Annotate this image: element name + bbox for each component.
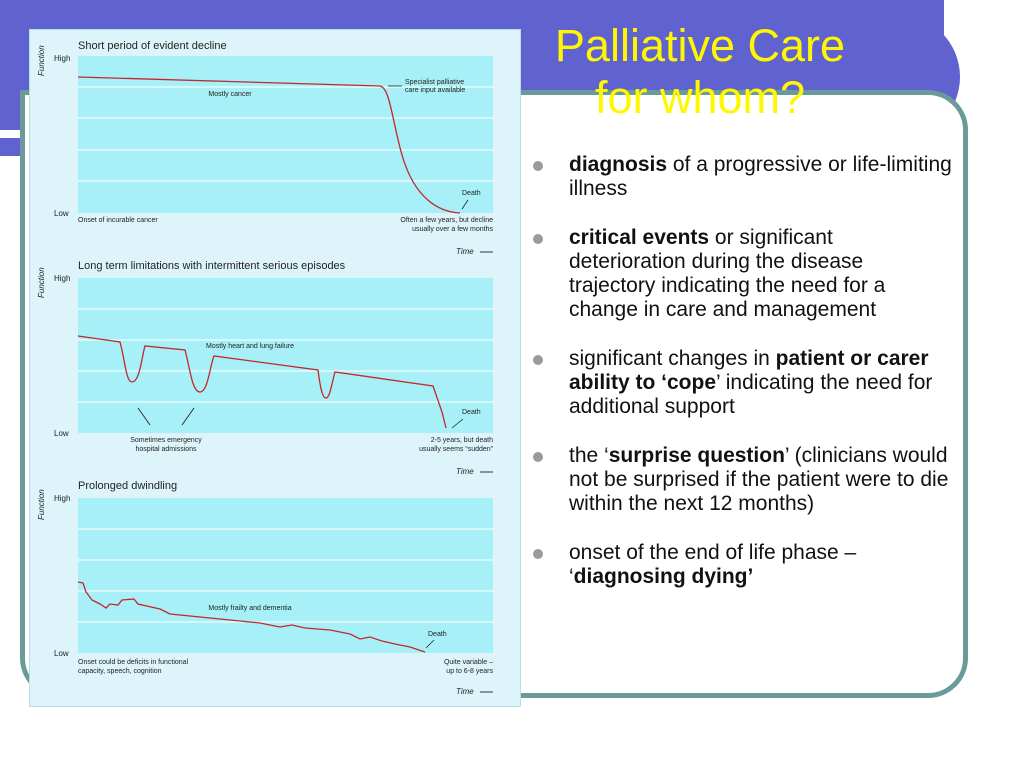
left-note: hospital admissions — [135, 446, 197, 453]
high-label: High — [54, 494, 70, 503]
bullet-dot-icon — [533, 452, 543, 462]
right-note: up to 6-8 years — [446, 668, 493, 675]
death-arrow-icon — [425, 639, 435, 649]
trajectory-figure: Short period of evident decline Function… — [29, 29, 521, 707]
y-axis-label: Function — [37, 267, 46, 298]
right-note: Often a few years, but decline — [400, 217, 493, 224]
center-label: Mostly heart and lung failure — [206, 343, 294, 350]
bullet-item: significant changes in patient or carer … — [533, 347, 953, 419]
time-label: Time — [456, 687, 474, 696]
bullet-text: ’ (clinicians would not be surprised if … — [569, 444, 949, 515]
bullet-dot-icon — [533, 549, 543, 559]
bullet-bold: diagnosis — [569, 153, 668, 176]
bullet-item: onset of the end of life phase – ‘diagno… — [533, 541, 953, 589]
bullet-text: ’ indicating the need for additional sup… — [569, 371, 933, 418]
bullet-bold: diagnosing dying’ — [573, 565, 754, 588]
low-label: Low — [54, 429, 69, 438]
bullet-dot-icon — [533, 234, 543, 244]
y-axis-label: Function — [37, 489, 46, 520]
death-label: Death — [462, 409, 481, 416]
annotation-line: Specialist palliative — [405, 79, 464, 86]
panel-title: Prolonged dwindling — [78, 480, 177, 492]
y-axis-label: Function — [37, 45, 46, 76]
right-note: usually seems “sudden” — [419, 446, 494, 453]
left-note: Onset could be deficits in functional — [78, 659, 189, 666]
left-note: Sometimes emergency — [130, 437, 202, 444]
trajectory-curve — [77, 581, 426, 653]
left-note: Onset of incurable cancer — [78, 217, 158, 224]
title-line-2: for whom? — [594, 72, 806, 123]
high-label: High — [54, 274, 70, 283]
panel-title: Short period of evident decline — [78, 40, 227, 52]
panel-title: Long term limitations with intermittent … — [78, 260, 346, 272]
trajectory-curve — [77, 76, 461, 214]
admission-arrow-icon — [181, 407, 195, 426]
high-label: High — [54, 54, 70, 63]
death-label: Death — [428, 631, 447, 638]
trajectory-figure-svg: Short period of evident decline Function… — [37, 40, 494, 696]
panel-2: Long term limitations with intermittent … — [37, 260, 494, 476]
bullet-bold: patient or carer ability to ‘cope — [569, 347, 929, 394]
time-label: Time — [456, 467, 474, 476]
title-line-1: Palliative Care — [554, 20, 846, 71]
bullet-text: onset of the end of life phase – ‘ — [569, 541, 857, 588]
gridlines — [78, 528, 493, 623]
death-arrow-icon — [461, 199, 469, 210]
plot-area — [78, 278, 493, 433]
left-note: capacity, speech, cognition — [78, 668, 162, 675]
panel-1: Short period of evident decline Function… — [37, 40, 493, 256]
bullet-bold: critical events — [569, 226, 710, 249]
low-label: Low — [54, 649, 69, 658]
annotation-line: care input available — [405, 87, 465, 94]
plot-area — [78, 56, 493, 213]
low-label: Low — [54, 209, 69, 218]
bullet-text: or significant deterioration during the … — [569, 226, 886, 321]
bullet-dot-icon — [533, 161, 543, 171]
right-note: Quite variable – — [444, 659, 493, 666]
bullet-dot-icon — [533, 355, 543, 365]
admission-arrow-icon — [137, 407, 151, 426]
gridlines — [78, 86, 493, 182]
center-label: Mostly frailty and dementia — [208, 605, 291, 612]
bullet-item: diagnosis of a progressive or life-limit… — [533, 153, 953, 201]
right-note: 2-5 years, but death — [431, 437, 493, 444]
center-label: Mostly cancer — [208, 91, 252, 98]
death-label: Death — [462, 190, 481, 197]
bullet-text: significant changes in — [569, 347, 776, 370]
bullet-item: critical events or significant deteriora… — [533, 226, 953, 322]
right-note: usually over a few months — [412, 226, 493, 233]
trajectory-curve — [77, 335, 447, 429]
bullet-bold: surprise question — [608, 444, 785, 467]
death-arrow-icon — [451, 418, 464, 429]
bullet-list: diagnosis of a progressive or life-limit… — [533, 153, 953, 614]
time-label: Time — [456, 247, 474, 256]
slide-title: Palliative Care for whom? — [520, 20, 880, 124]
bullet-text: the ‘ — [569, 444, 609, 467]
plot-area — [78, 498, 493, 653]
gridlines — [78, 308, 493, 403]
bullet-item: the ‘surprise question’ (clinicians woul… — [533, 444, 953, 516]
bullet-text: of a progressive or life-limiting illnes… — [569, 153, 952, 200]
panel-3: Prolonged dwindling Function High Low Mo… — [37, 480, 493, 696]
